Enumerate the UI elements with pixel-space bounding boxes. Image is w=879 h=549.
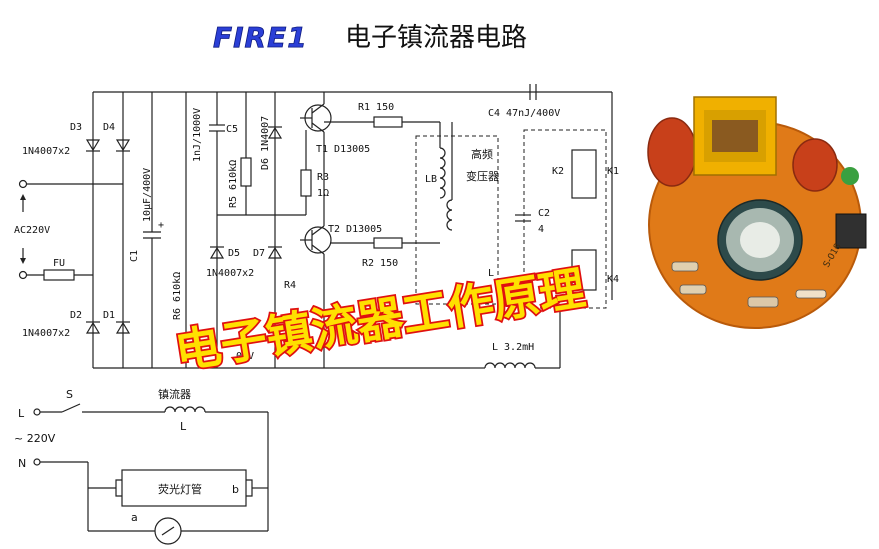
ballast-pcb-photo: S-018: [634, 94, 879, 344]
svg-text:+: +: [158, 220, 164, 231]
wiring-label-tube: 荧光灯管: [158, 482, 202, 496]
label-d57-part: 1N4007x2: [206, 268, 254, 279]
wiring-label-tube-b: b: [232, 483, 239, 496]
diode-d1: [115, 321, 131, 334]
label-r2: R2 150: [362, 258, 398, 269]
label-r3: R3: [317, 172, 329, 183]
label-hf-1: 高频: [471, 147, 493, 161]
label-fu: FU: [53, 258, 65, 269]
label-c5: C5: [226, 124, 238, 135]
label-c4: C4 47nJ/400V: [488, 108, 560, 119]
label-d3-part: 1N4007x2: [22, 146, 70, 157]
label-t1: T1 D13005: [316, 144, 370, 155]
resistor-r5: [240, 157, 252, 187]
fluorescent-tube: [121, 469, 247, 507]
label-c1-value: 10μF/400V: [142, 168, 153, 222]
ac-terminal-top: [18, 179, 28, 189]
label-k1: K1: [607, 166, 619, 177]
label-r6: R6 610kΩ: [172, 272, 183, 320]
label-hf-2: 变压器: [466, 169, 499, 183]
resistor-r2: [373, 237, 403, 249]
label-d2: D2: [70, 310, 82, 321]
brand-logo: FIRE1: [213, 21, 308, 54]
label-c1: C1: [129, 250, 140, 262]
label-lb: LB: [425, 174, 437, 185]
label-l-small: L: [488, 268, 494, 279]
label-ac220v: AC220V: [14, 225, 50, 236]
wiring-label-l: L: [18, 407, 25, 420]
circuit-schematic: D3 D4 1N4007x2 D2 D1 1N4007x2 AC220V FU …: [14, 84, 619, 369]
label-k2: K2: [552, 166, 564, 177]
header: FIRE1 电子镇流器电路: [213, 21, 527, 55]
label-r4: R4: [284, 280, 296, 291]
label-d4: D4: [103, 122, 115, 133]
wiring-label-220v: ~ 220V: [14, 432, 56, 445]
fuse: [43, 269, 75, 281]
label-voltage-fragment: 00V: [236, 351, 254, 362]
switch-s: [61, 403, 81, 413]
label-d3: D3: [70, 122, 82, 133]
label-d6: D6 1N4007: [260, 116, 271, 170]
label-d7: D7: [253, 248, 265, 259]
wiring-label-a: a: [131, 511, 138, 524]
label-c2: C2: [538, 208, 550, 219]
contact-k4: [571, 249, 597, 291]
diode-d3: [85, 139, 101, 152]
label-k4: K4: [607, 274, 619, 285]
diode-d6: [267, 126, 283, 139]
label-c2-fragment: 4: [538, 224, 544, 235]
ballast-inductor: [164, 406, 206, 413]
label-d5: D5: [228, 248, 240, 259]
resistor-r1: [373, 116, 403, 128]
inductor-lb: [439, 147, 446, 199]
resistor-r3: [300, 169, 312, 197]
diode-d7: [267, 246, 283, 259]
label-r3-value: 1Ω: [317, 188, 329, 199]
diode-d5: [209, 246, 225, 259]
label-d1: D1: [103, 310, 115, 321]
wiring-label-ballast-l: L: [180, 420, 187, 433]
wiring-label-ballast: 镇流器: [158, 387, 191, 401]
transistor-t1: [300, 103, 332, 133]
transformer-secondary: [446, 199, 453, 231]
label-l-3-2mh: L 3.2mH: [492, 342, 534, 353]
label-t2: T2 D13005: [328, 224, 382, 235]
inductor-l: [484, 362, 536, 369]
wiring-label-s: S: [66, 388, 73, 401]
transistor-t2: [300, 225, 332, 255]
label-d2-part: 1N4007x2: [22, 328, 70, 339]
ac-terminal-bottom: [18, 270, 28, 280]
wiring-diagram: L N ~ 220V S 镇流器 L 荧光灯管 b a: [14, 387, 269, 545]
label-c3-value: 1nJ/1000V: [192, 108, 203, 162]
page-title: 电子镇流器电路: [345, 23, 527, 53]
diode-d2: [85, 321, 101, 334]
label-r5: R5 610kΩ: [228, 160, 239, 208]
hf-transformer-box: [415, 135, 499, 305]
diode-d4: [115, 139, 131, 152]
lamp-section-box: [523, 129, 607, 309]
contact-k2-k1: [571, 149, 597, 199]
label-r1: R1 150: [358, 102, 394, 113]
wiring-label-n: N: [18, 457, 26, 470]
